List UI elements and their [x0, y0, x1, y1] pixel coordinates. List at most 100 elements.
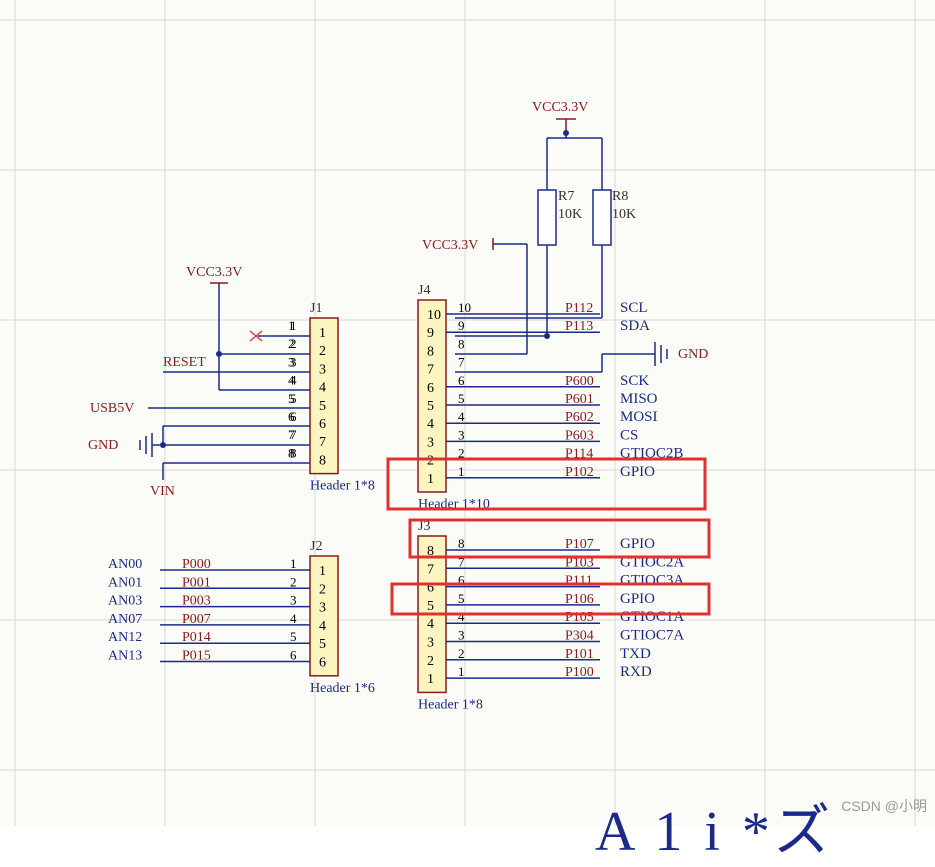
j4-pin-label: 5 [458, 391, 465, 406]
j1-pin-label: 1 [290, 318, 297, 333]
r8-value: 10K [612, 207, 636, 222]
j3-func-label: GTIOC7A [620, 628, 684, 644]
j2-pin-num: 5 [319, 637, 326, 652]
vcc-mid-label: VCC3.3V [422, 238, 478, 253]
j4-pin-label: 7 [458, 355, 465, 370]
j2-port-label: P014 [182, 630, 211, 645]
j2-an-label: AN01 [108, 575, 142, 590]
j2-an-label: AN13 [108, 649, 142, 664]
j1-pin-num: 7 [319, 435, 326, 450]
j3-func-label: RXD [620, 664, 652, 680]
r7-value: 10K [558, 207, 582, 222]
j4-pin-num: 4 [427, 417, 434, 432]
j1-pin-label-left: 1 [288, 318, 295, 333]
j4-port-label: P102 [565, 465, 594, 480]
j1-pin-num: 3 [319, 362, 326, 377]
j2-pin-label: 1 [290, 556, 297, 571]
j2-port-label: P001 [182, 575, 211, 590]
j3-pin-label: 8 [458, 536, 465, 551]
j4-pin-label: 4 [458, 409, 465, 424]
j4-func-label: SDA [620, 318, 650, 334]
j3-port-label: P100 [565, 665, 594, 680]
j4-pin-num: 8 [427, 344, 434, 359]
j1-pin-label: 7 [290, 427, 297, 442]
j1-ref: J1 [310, 301, 322, 316]
j4-ref: J4 [418, 283, 430, 298]
j4-port-label: P112 [565, 301, 593, 316]
j4-port-label: P603 [565, 428, 594, 443]
gnd-right-symbol [654, 342, 668, 366]
vcc-left-label: VCC3.3V [186, 265, 242, 280]
j1-pin-label-left: 6 [288, 409, 295, 424]
j1-wiring [148, 282, 310, 480]
j2-an-label: AN12 [108, 630, 142, 645]
j2-an-label: AN07 [108, 612, 142, 627]
j4-pin-num: 1 [427, 472, 434, 487]
j1-pin-label: 3 [290, 354, 297, 369]
j4-pin-label: 8 [458, 336, 465, 351]
j3-footer: Header 1*8 [418, 697, 483, 712]
j4-port-label: P600 [565, 374, 594, 389]
j3-port-label: P101 [565, 647, 594, 662]
j2-body [309, 555, 339, 677]
j3-func-label: GPIO [620, 536, 655, 552]
j4-pin-num: 7 [427, 363, 434, 378]
j1-pin-label: 6 [290, 409, 297, 424]
j3-pin-num: 3 [427, 636, 434, 651]
j3-pin-num: 7 [427, 562, 434, 577]
j3-func-label: GTIOC3A [620, 573, 684, 589]
j1-pin-num: 6 [319, 417, 326, 432]
j1-pin-num: 2 [319, 344, 326, 359]
j4-port-label: P602 [565, 410, 594, 425]
j4-pin-num: 3 [427, 435, 434, 450]
j3-func-label: TXD [620, 646, 651, 662]
j3-port-label: P107 [565, 537, 594, 552]
watermark: CSDN @小明 [841, 798, 927, 814]
reset-label: RESET [163, 355, 206, 370]
j3-pin-label: 7 [458, 554, 465, 569]
j2-an-label: AN03 [108, 594, 142, 609]
j2-pin-num: 2 [319, 582, 326, 597]
j2-pin-num: 4 [319, 619, 326, 634]
j4-pin-label: 1 [458, 464, 465, 479]
highlight-p107 [408, 518, 711, 559]
schematic: VCC3.3V R7 10K R8 10K VCC3.3V GND VCC3.3… [0, 0, 935, 826]
j1-pin-label: 5 [290, 391, 297, 406]
j1-body [309, 317, 339, 475]
j1-footer: Header 1*8 [310, 479, 375, 494]
j3-pin-num: 2 [427, 654, 434, 669]
usb5v-label: USB5V [90, 401, 134, 416]
j3-pin-num: 6 [427, 581, 434, 596]
bottom-text: A 1 i *ズ [595, 801, 834, 863]
j3-port-label: P304 [565, 629, 594, 644]
j2-pin-num: 1 [319, 564, 326, 579]
highlight-p102 [386, 457, 707, 511]
j2-port-label: P007 [182, 612, 211, 627]
j3-pin-label: 5 [458, 591, 465, 606]
j3-pin-label: 2 [458, 646, 465, 661]
vin-label: VIN [150, 484, 175, 499]
j4-port-label: P113 [565, 319, 593, 334]
j4-func-label: SCK [620, 373, 649, 389]
j3-port-label: P106 [565, 592, 594, 607]
j4-pin-label: 10 [458, 300, 471, 315]
gnd-left-symbol [139, 433, 153, 457]
gnd-right-label: GND [678, 347, 708, 362]
j2-port-label: P000 [182, 557, 211, 572]
j1-pin-label: 8 [290, 445, 297, 460]
j3-func-label: GTIOC1A [620, 609, 684, 625]
j2-pin-label: 4 [290, 611, 297, 626]
j2-port-label: P003 [182, 594, 211, 609]
r8-ref: R8 [612, 189, 628, 204]
gnd-left-label: GND [88, 438, 118, 453]
j1-pin-label: 4 [290, 373, 297, 388]
j1-pin-num: 4 [319, 381, 326, 396]
vcc-top-net [556, 118, 576, 130]
j2-pin-label: 5 [290, 629, 297, 644]
j4-pin-num: 9 [427, 326, 434, 341]
j4-pin-label: 3 [458, 427, 465, 442]
j3-port-label: P103 [565, 555, 594, 570]
j3-ref: J3 [418, 519, 430, 534]
j1-pin-label-left: 2 [288, 336, 295, 351]
